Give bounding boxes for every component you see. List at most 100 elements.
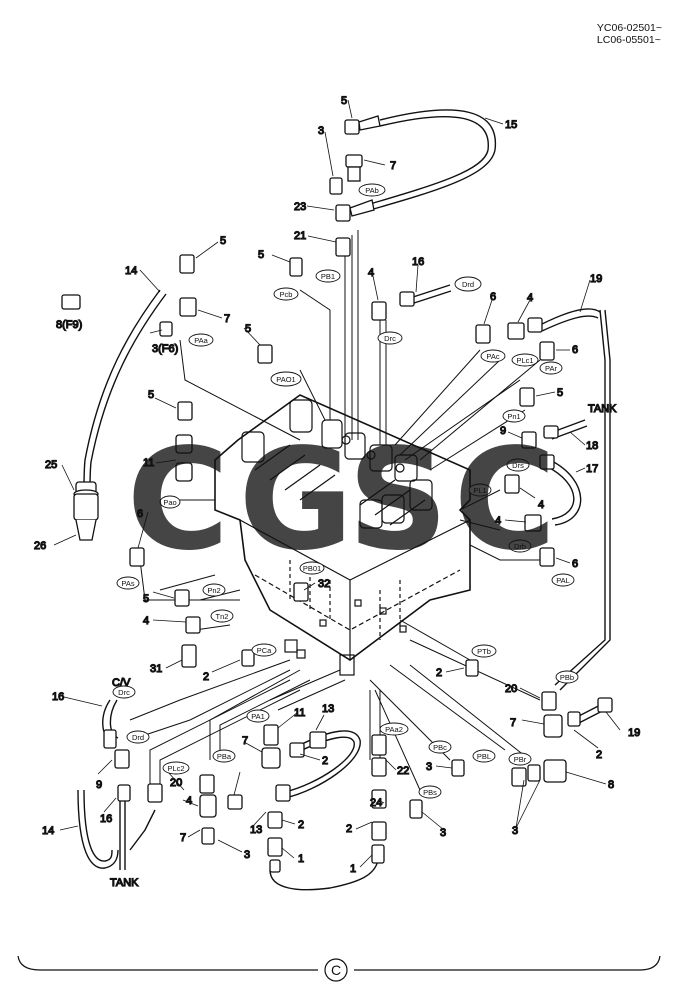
callout: 3 (244, 849, 250, 861)
port-tag: PB01 (299, 561, 325, 575)
svg-text:PAa2: PAa2 (385, 725, 403, 734)
callout: 19 (628, 727, 640, 739)
callout: 8 (608, 779, 614, 791)
svg-text:PB01: PB01 (303, 564, 321, 573)
callout: 4 (143, 615, 149, 627)
callout: 4 (538, 499, 544, 511)
port-tags: PAb PB1 Pcb Drd Drc PAa PAO1 PAc PLc1 PA… (112, 183, 579, 799)
callout: 20 (170, 777, 182, 789)
svg-text:Drd: Drd (462, 280, 474, 289)
callout: 9 (96, 779, 102, 791)
fitting-elbow-5a (344, 119, 360, 135)
section-circle (324, 958, 348, 982)
svg-text:PL1: PL1 (473, 486, 486, 495)
callout: 5 (220, 235, 226, 247)
callout-tank: TANK (588, 403, 617, 415)
callout: 2 (436, 667, 442, 679)
svg-text:PAL: PAL (556, 576, 570, 585)
serial-number-1: YC06-02501~ (596, 22, 662, 34)
svg-text:PAb: PAb (365, 186, 379, 195)
port-tag: Drd (454, 276, 482, 292)
port-tag: Drs (506, 458, 530, 472)
port-tag: PBL (472, 749, 496, 763)
callout-tank: TANK (110, 877, 139, 889)
callout: 4 (495, 515, 501, 527)
svg-text:PBL: PBL (477, 752, 491, 761)
callout: 26 (34, 540, 46, 552)
callout: 5 (245, 323, 251, 335)
fittings (61, 115, 613, 873)
callout: 6 (490, 291, 496, 303)
callout: 3 (512, 825, 518, 837)
port-tag: Drb (508, 539, 532, 553)
callout: 19 (590, 273, 602, 285)
callout: 1 (350, 863, 356, 875)
callout: 16 (412, 256, 424, 268)
callout: 7 (242, 735, 248, 747)
callout: 31 (150, 663, 162, 675)
port-tag: PAc (480, 349, 506, 363)
callout: 5 (341, 95, 347, 107)
port-tag: PAb (358, 183, 386, 197)
callout: 18 (586, 440, 598, 452)
control-valve-body (214, 394, 471, 676)
callout: 2 (346, 823, 352, 835)
callout: 14 (42, 825, 54, 837)
callout: 3 (318, 125, 324, 137)
leader-lines (53, 99, 621, 868)
serial-number-2: LC06-05501~ (596, 34, 661, 46)
watermark-letter-4: C (454, 419, 557, 582)
port-tag: PBr (508, 752, 532, 766)
callout: 7 (224, 313, 230, 325)
port-tag: Drc (377, 331, 403, 345)
svg-text:PAs: PAs (121, 579, 134, 588)
svg-text:Pao: Pao (163, 498, 176, 507)
svg-text:Tn2: Tn2 (216, 612, 229, 621)
svg-text:Drc: Drc (384, 334, 396, 343)
port-tag: Pn2 (202, 583, 226, 597)
callout: 9 (500, 425, 506, 437)
port-tag: PCa (251, 643, 277, 657)
port-tag: PBa (212, 749, 236, 763)
callout: 11 (294, 707, 305, 719)
callout: 4 (527, 292, 533, 304)
callout: 25 (45, 459, 57, 471)
port-tag: Pcb (273, 287, 299, 301)
port-tag: PTb (471, 644, 497, 658)
callout: 3 (440, 827, 446, 839)
watermark: C G S C (127, 419, 557, 582)
port-tag: PBc (428, 740, 452, 754)
serial-number-block: YC06-02501~ LC06-05501~ (597, 22, 662, 46)
svg-text:PAr: PAr (545, 364, 557, 373)
callout: 3 (426, 761, 432, 773)
port-tag: Drd (126, 730, 150, 744)
callout: 13 (250, 824, 262, 836)
svg-text:PB1: PB1 (321, 272, 335, 281)
callout: 32 (318, 578, 330, 590)
watermark-letter-2: G (239, 419, 354, 582)
callout: 20 (505, 683, 517, 695)
callout: 2 (298, 819, 304, 831)
callout: 4 (368, 267, 374, 279)
svg-text:PLc1: PLc1 (516, 356, 533, 365)
port-tag: PBb (555, 670, 579, 684)
port-tag: PAa (188, 333, 214, 347)
svg-text:Pcb: Pcb (280, 290, 293, 299)
callout: 21 (294, 230, 306, 242)
callout: 11 (143, 457, 154, 469)
callout: 7 (510, 717, 516, 729)
callout: 1 (298, 853, 304, 865)
port-tag: PAO1 (270, 371, 302, 387)
port-tag: PB1 (315, 269, 341, 283)
port-tag: PAs (116, 576, 140, 590)
svg-text:PAc: PAc (486, 352, 499, 361)
callout: 2 (203, 671, 209, 683)
port-tag: PA1 (246, 709, 270, 723)
port-tag: Drc (112, 685, 136, 699)
callout: 7 (390, 160, 396, 172)
svg-text:Drs: Drs (512, 461, 524, 470)
callout: 17 (586, 463, 598, 475)
callout: 15 (505, 119, 517, 131)
